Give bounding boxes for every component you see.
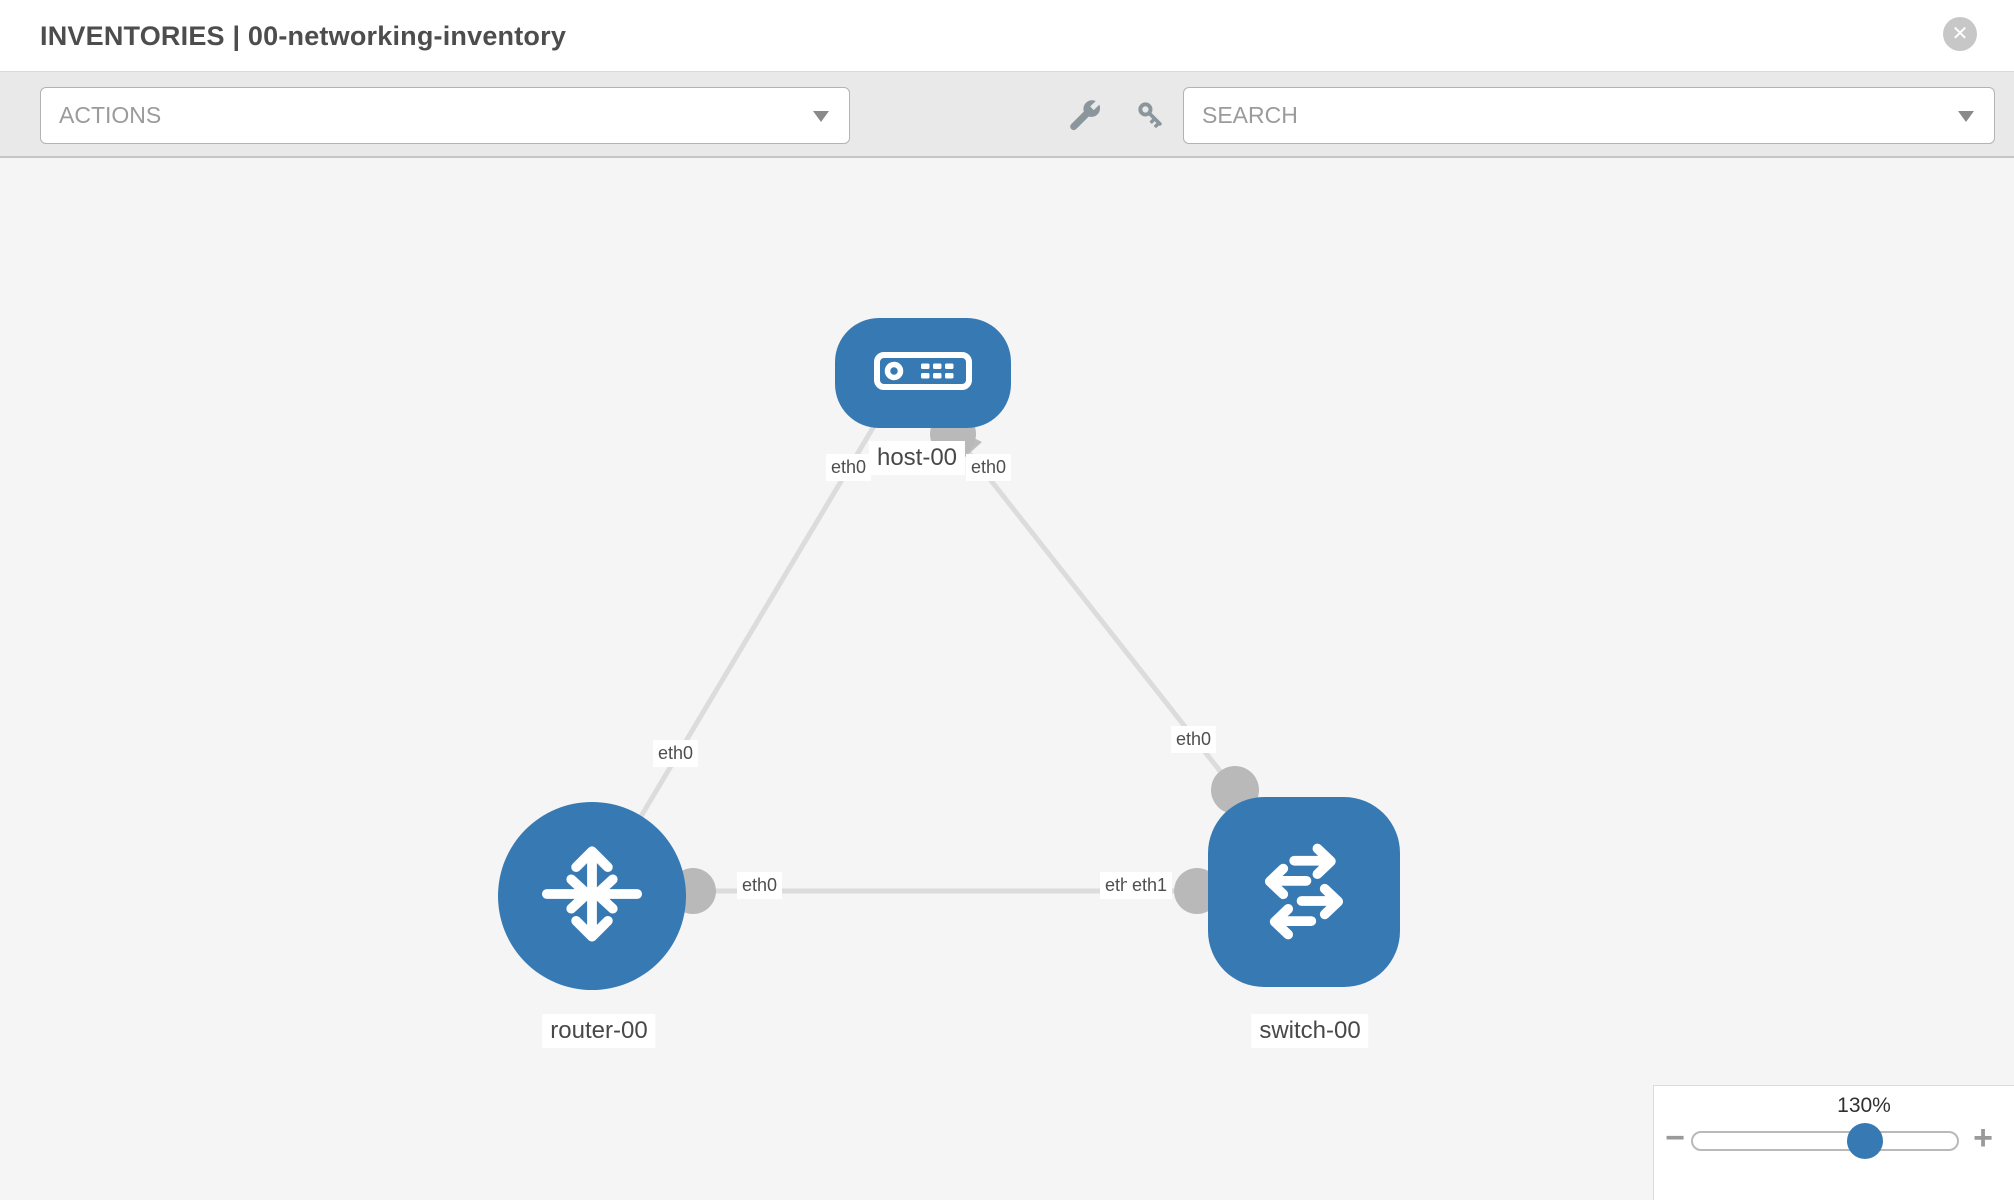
tools-button[interactable] [1064, 98, 1104, 138]
node-label-host-00: host-00 [868, 441, 966, 475]
close-button[interactable]: ✕ [1943, 17, 1977, 51]
zoom-slider-thumb[interactable] [1847, 1123, 1883, 1159]
node-label-switch-00: switch-00 [1251, 1014, 1369, 1048]
port-label-host-right: eth0 [966, 454, 1012, 481]
wrench-icon [1066, 98, 1102, 139]
port-label-host-left: eth0 [826, 454, 872, 481]
zoom-slider[interactable] [1691, 1131, 1959, 1151]
page-title: INVENTORIES | 00-networking-inventory [40, 21, 567, 51]
credentials-button[interactable] [1132, 98, 1172, 138]
toolbar: ACTIONS [0, 72, 2014, 158]
node-label-router-00: router-00 [542, 1014, 656, 1048]
close-icon: ✕ [1951, 23, 1969, 45]
node-host-00[interactable] [835, 318, 1011, 428]
actions-dropdown[interactable]: ACTIONS [40, 87, 850, 144]
switch-icon [1243, 829, 1365, 956]
router-icon [531, 833, 653, 960]
port-label-router-eth0: eth0 [737, 872, 783, 899]
topology-canvas[interactable]: host-00 eth0 eth0 eth0 eth0 eth0 eth0 et… [0, 158, 2014, 1200]
node-switch-00[interactable] [1208, 797, 1400, 987]
zoom-in-button[interactable]: + [1973, 1119, 1993, 1157]
port-label-host-router-link: eth0 [653, 740, 699, 767]
zoom-level-label: 130% [1837, 1094, 1891, 1117]
zoom-out-button[interactable]: − [1665, 1119, 1685, 1157]
key-icon [1134, 98, 1170, 139]
search-placeholder: SEARCH [1202, 102, 1298, 128]
links-layer [600, 411, 1300, 914]
port-label-host-switch-link: eth0 [1171, 726, 1217, 753]
actions-placeholder: ACTIONS [59, 102, 162, 128]
search-dropdown[interactable]: SEARCH [1183, 87, 1995, 144]
chevron-down-icon [1958, 111, 1974, 122]
host-icon [873, 351, 973, 395]
node-router-00[interactable] [498, 802, 686, 990]
zoom-control: 130% − + [1653, 1085, 2014, 1200]
port-label-switch-eth1-front: eth1 [1127, 872, 1173, 899]
header: INVENTORIES | 00-networking-inventory ✕ [0, 0, 2014, 72]
chevron-down-icon [813, 111, 829, 122]
